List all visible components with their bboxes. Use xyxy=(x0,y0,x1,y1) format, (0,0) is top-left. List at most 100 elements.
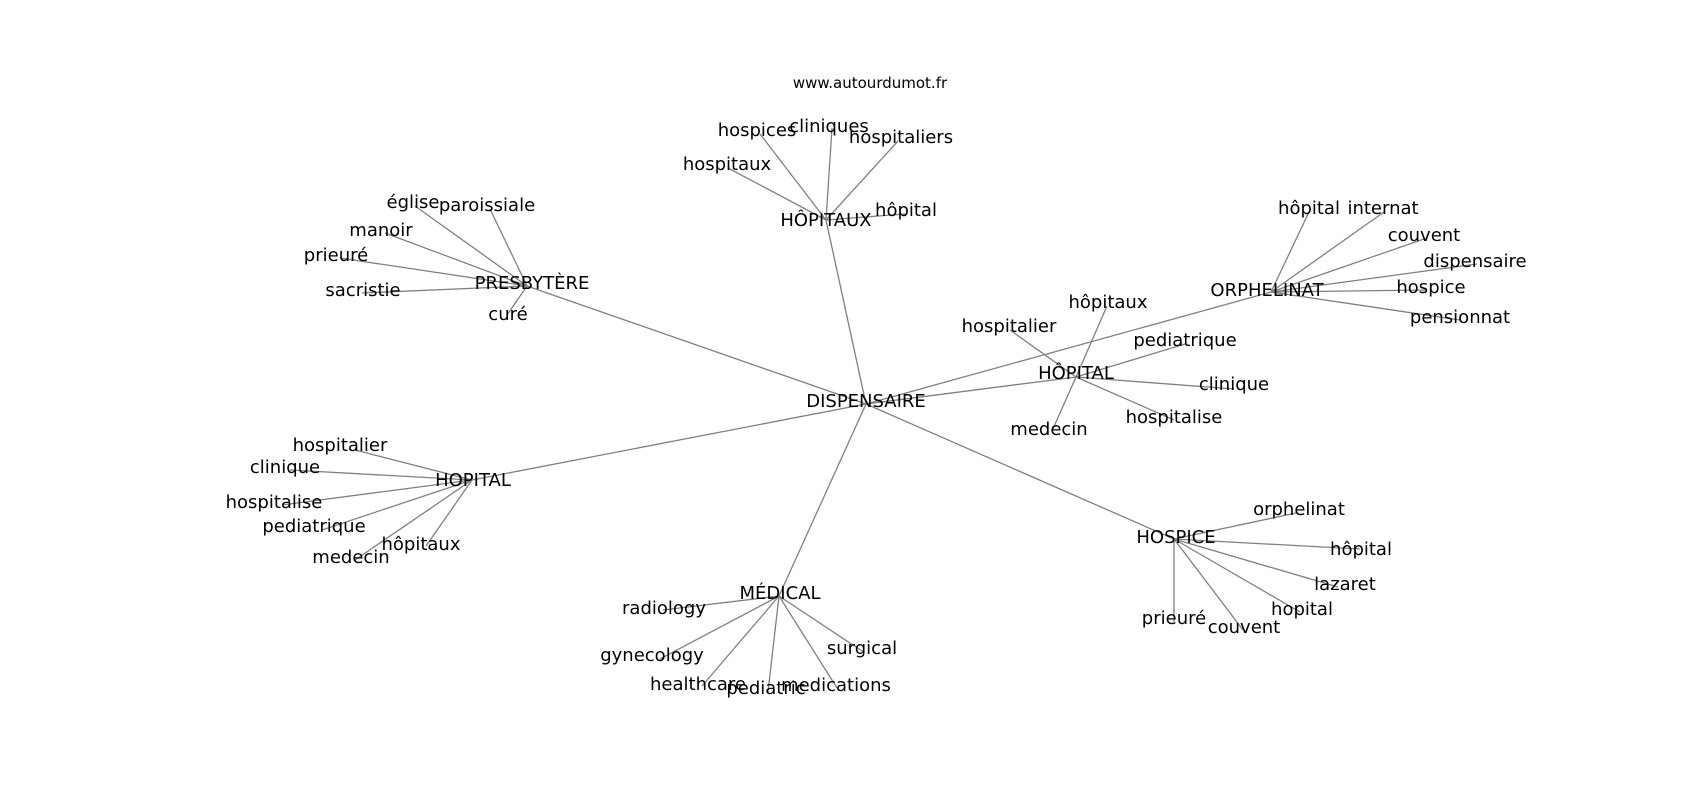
hub-node-label: PRESBYTÈRE xyxy=(475,272,590,294)
leaf-node-label: hôpitaux xyxy=(382,534,461,555)
edge-center-to-orphelinat xyxy=(865,291,1272,405)
leaf-node-label: hôpitaux xyxy=(1069,292,1148,313)
edge-center-to-hopital xyxy=(471,403,867,481)
edge-hopital-to-medecin xyxy=(1051,376,1077,432)
edge-hopital-to-clinique xyxy=(1075,376,1235,390)
edge-hopitaux-to-hospices xyxy=(759,133,827,221)
leaf-node-label: hospitalise xyxy=(226,492,323,513)
leaf-node-label: orphelinat xyxy=(1253,499,1345,520)
leaf-node-label: sacristie xyxy=(325,280,400,301)
edge-orphelinat-to-couvent xyxy=(1270,238,1425,293)
edge-hopitaux-to-hopital xyxy=(825,213,906,221)
edge-medical-to-pediatric xyxy=(767,595,780,693)
edge-orphelinat-to-pensionnat xyxy=(1270,291,1461,321)
edge-hospice-to-orphelinat xyxy=(1173,512,1297,540)
leaf-node-label: pensionnat xyxy=(1410,307,1510,328)
edge-center-to-hopitaux xyxy=(825,219,867,405)
leaf-node-label: hospice xyxy=(1396,277,1465,298)
edge-presbytere-to-manoir xyxy=(384,232,528,287)
leaf-node-label: medecin xyxy=(1010,419,1087,440)
leaf-node-label: hôpital xyxy=(875,200,937,221)
leaf-node-label: couvent xyxy=(1388,225,1461,246)
hub-node-label: HÔPITAL xyxy=(1038,362,1114,384)
leaf-node-label: hopital xyxy=(1271,599,1333,620)
edge-hospice-to-hopital xyxy=(1173,538,1301,613)
leaf-node-label: hospitalier xyxy=(962,316,1057,337)
edge-hopital-to-medecin xyxy=(354,479,473,561)
leaf-node-label: pediatrique xyxy=(1133,330,1236,351)
leaf-node-label: prieuré xyxy=(1142,608,1206,629)
leaf-node-label: hospitaliers xyxy=(849,127,953,148)
leaf-node-label: dispensaire xyxy=(1423,251,1526,272)
edge-orphelinat-to-dispensaire xyxy=(1270,263,1478,293)
edge-hopitaux-to-hospitaux xyxy=(727,167,827,221)
edge-medical-to-healthcare xyxy=(701,595,780,687)
edge-orphelinat-to-hospice xyxy=(1270,289,1428,293)
leaf-node-label: prieuré xyxy=(304,245,368,266)
edge-hopital-to-hospitalier xyxy=(354,449,473,481)
leaf-node-label: lazaret xyxy=(1314,574,1376,595)
leaf-node-label: internat xyxy=(1347,198,1418,219)
edge-hospice-to-hopital xyxy=(1173,538,1361,550)
leaf-node-label: hospitalise xyxy=(1126,407,1223,428)
edge-center-to-presbytere xyxy=(526,285,867,405)
edge-medical-to-medications xyxy=(778,595,838,689)
leaf-node-label: cliniques xyxy=(789,116,869,137)
hub-node-label: ORPHELINAT xyxy=(1210,280,1324,301)
leaf-node-label: paroissiale xyxy=(439,195,535,216)
edge-hopital-to-pediatrique xyxy=(1075,343,1186,378)
edge-hopital-to-clinique xyxy=(289,469,473,481)
leaf-node-label: hôpital xyxy=(1278,198,1340,219)
leaf-node-label: pediatric xyxy=(726,678,805,699)
edge-hopital-to-hopitaux xyxy=(425,479,473,547)
center-node-label: DISPENSAIRE xyxy=(806,391,926,412)
leaf-node-label: manoir xyxy=(349,220,413,241)
leaf-node-label: pediatrique xyxy=(262,516,365,537)
edge-medical-to-surgical xyxy=(778,595,863,652)
leaf-node-label: clinique xyxy=(250,457,320,478)
edge-hospice-to-lazaret xyxy=(1173,538,1339,588)
leaf-node-label: medications xyxy=(781,675,891,696)
leaf-node-label: hospices xyxy=(718,120,797,141)
graph-edges xyxy=(281,127,1478,693)
edge-hopital-to-hospitalise xyxy=(281,479,473,506)
leaf-node-label: healthcare xyxy=(650,674,746,695)
edge-center-to-hopital xyxy=(865,376,1077,405)
edge-hopitaux-to-hospitaliers xyxy=(825,140,899,221)
hub-node-label: MÉDICAL xyxy=(740,582,821,604)
graph-labels: DISPENSAIREHÔPITAUXhospicescliniqueshosp… xyxy=(226,116,1527,699)
hub-node-label: HÔPITAUX xyxy=(780,209,871,231)
leaf-node-label: surgical xyxy=(827,638,897,659)
edge-hopital-to-hospitalier xyxy=(1009,329,1077,378)
edge-hopitaux-to-cliniques xyxy=(825,127,833,221)
leaf-node-label: radiology xyxy=(622,598,706,619)
edge-center-to-hospice xyxy=(865,403,1175,540)
leaf-node-label: gynecology xyxy=(600,645,704,666)
leaf-node-label: hôpital xyxy=(1330,539,1392,560)
edge-presbytere-to-eglise xyxy=(414,205,528,287)
leaf-node-label: couvent xyxy=(1208,617,1281,638)
edge-hospice-to-couvent xyxy=(1173,538,1244,631)
leaf-node-label: clinique xyxy=(1199,374,1269,395)
hub-node-label: HOSPICE xyxy=(1136,527,1215,548)
edge-orphelinat-to-hopital xyxy=(1270,211,1310,293)
edge-presbytere-to-cure xyxy=(506,285,528,316)
leaf-node-label: église xyxy=(387,192,440,213)
source-credit: www.autourdumot.fr xyxy=(793,74,948,92)
leaf-node-label: hospitalier xyxy=(293,435,388,456)
edge-medical-to-radiology xyxy=(662,595,780,611)
edge-medical-to-gynecology xyxy=(659,595,780,660)
leaf-node-label: curé xyxy=(488,304,527,325)
leaf-node-label: hospitaux xyxy=(683,154,772,175)
edge-presbytere-to-paroissiale xyxy=(489,208,528,287)
edge-center-to-medical xyxy=(778,403,867,597)
edge-hopital-to-pediatrique xyxy=(321,479,473,531)
leaf-node-label: medecin xyxy=(312,547,389,568)
edge-presbytere-to-prieure xyxy=(339,257,528,287)
hub-node-label: HOPITAL xyxy=(435,470,511,491)
edge-orphelinat-to-internat xyxy=(1270,211,1385,293)
edge-hopital-to-hopitaux xyxy=(1075,305,1108,378)
edge-hopital-to-hospitalise xyxy=(1075,376,1175,421)
edge-presbytere-to-sacristie xyxy=(361,285,528,294)
